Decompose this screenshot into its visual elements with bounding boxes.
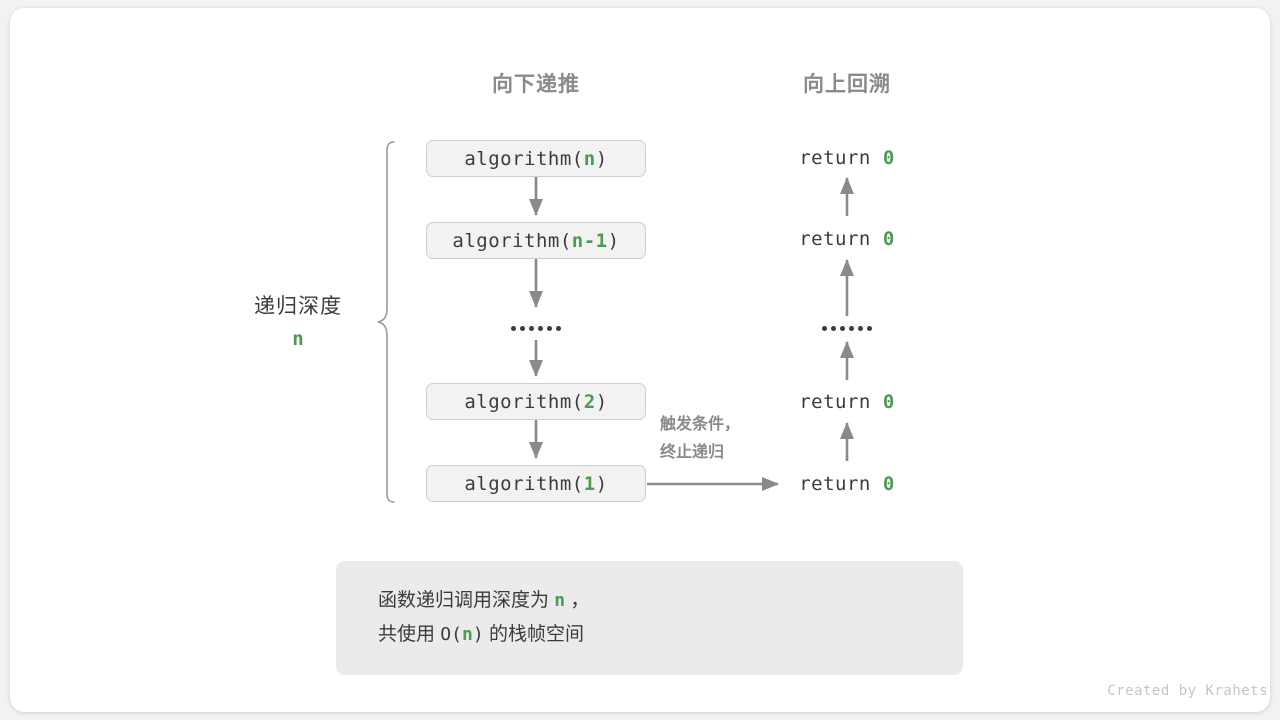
base-case-note-line1: 触发条件，: [660, 416, 741, 433]
return-value: 0: [882, 391, 895, 413]
base-case-note-line2: 终止递归: [660, 444, 725, 461]
figure-card: 向下递推 向上回溯 递归深度 n algorithm(n) algorithm(…: [10, 8, 1270, 712]
depth-brace-icon: [377, 141, 395, 503]
summary-text-c: 的栈帧空间: [488, 624, 584, 645]
call-box-prefix: algorithm(: [452, 229, 572, 252]
return-value: 0: [882, 473, 895, 495]
call-box-suffix: ): [607, 229, 620, 252]
call-box-suffix: ): [595, 390, 608, 413]
summary-bigo-open: O(: [440, 624, 462, 645]
call-box[interactable]: algorithm(1): [426, 465, 646, 502]
summary-text-comma: ，: [570, 590, 590, 611]
call-box-suffix: ): [595, 147, 608, 170]
return-keyword: return: [799, 473, 871, 495]
summary-bigo-var: n: [461, 624, 473, 645]
summary-description-line2: 共使用 O(n) 的栈帧空间: [378, 618, 589, 652]
call-box-arg: 1: [583, 472, 596, 495]
summary-depth-var: n: [554, 590, 566, 611]
return-keyword: return: [799, 147, 871, 169]
column-header-backtrack-up: 向上回溯: [803, 73, 891, 96]
call-box[interactable]: algorithm(n-1): [426, 222, 646, 259]
call-box-arg: n-1: [571, 229, 608, 252]
summary-description-line1: 函数递归调用深度为 n ，: [378, 584, 589, 618]
recursion-depth-value: n: [292, 328, 304, 350]
return-statement: return 0: [799, 147, 895, 169]
return-statement: return 0: [799, 391, 895, 413]
return-value: 0: [882, 147, 895, 169]
summary-description: 函数递归调用深度为 n ， 共使用 O(n) 的栈帧空间: [378, 584, 589, 652]
call-box-prefix: algorithm(: [464, 472, 584, 495]
return-keyword: return: [799, 228, 871, 250]
diagram-stage: 向下递推 向上回溯 递归深度 n algorithm(n) algorithm(…: [10, 8, 1270, 712]
summary-bigo-close: ): [472, 624, 484, 645]
call-box-suffix: ): [595, 472, 608, 495]
summary-text-a: 函数递归调用深度为: [378, 590, 550, 611]
ellipsis-dots-right: [822, 326, 872, 331]
call-box-arg: 2: [583, 390, 596, 413]
call-box-prefix: algorithm(: [464, 147, 584, 170]
return-value: 0: [882, 228, 895, 250]
return-statement: return 0: [799, 228, 895, 250]
summary-panel: 函数递归调用深度为 n ， 共使用 O(n) 的栈帧空间 空间复杂度 线性阶 O…: [336, 561, 963, 675]
base-case-note: 触发条件， 终止递归: [660, 411, 740, 467]
call-box-arg: n: [583, 147, 596, 170]
credit-text: Created by Krahets: [1107, 683, 1268, 699]
recursion-depth-label: 递归深度 n: [254, 290, 342, 350]
recursion-depth-text: 递归深度: [254, 295, 342, 318]
call-box-prefix: algorithm(: [464, 390, 584, 413]
ellipsis-dots-left: [511, 326, 561, 331]
return-keyword: return: [799, 391, 871, 413]
column-header-recurse-down: 向下递推: [492, 73, 580, 96]
call-box[interactable]: algorithm(n): [426, 140, 646, 177]
return-statement: return 0: [799, 473, 895, 495]
call-box[interactable]: algorithm(2): [426, 383, 646, 420]
summary-text-b: 共使用: [378, 624, 436, 645]
